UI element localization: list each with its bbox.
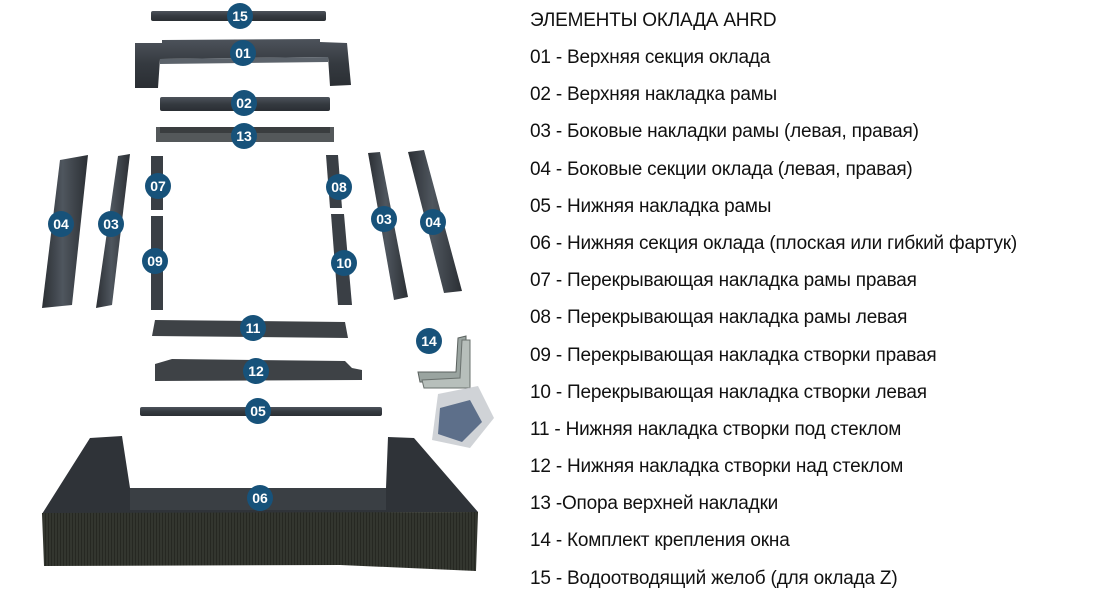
flashing-parts-illustration: 15 01 02 13 04 03 07 09 08 10 03 04 11 1… xyxy=(42,3,494,571)
svg-text:03: 03 xyxy=(103,216,119,232)
badge-06: 06 xyxy=(247,485,273,511)
legend-item-13: 13 -Опора верхней накладки xyxy=(530,493,779,515)
svg-text:04: 04 xyxy=(53,216,69,232)
svg-text:10: 10 xyxy=(336,255,352,271)
svg-text:01: 01 xyxy=(235,45,251,61)
badge-05: 05 xyxy=(245,398,271,424)
badge-01: 01 xyxy=(230,40,256,66)
legend-item-02: 02 - Верхняя накладка рамы xyxy=(530,84,778,106)
parts-legend: ЭЛЕМЕНТЫ ОКЛАДА AHRD 01 - Верхняя секция… xyxy=(530,8,1118,603)
svg-text:06: 06 xyxy=(252,490,268,506)
svg-text:08: 08 xyxy=(331,179,347,195)
legend-item-07: 07 - Перекрывающая накладка рамы правая xyxy=(530,270,917,292)
legend-item-04: 04 - Боковые секции оклада (левая, права… xyxy=(530,158,913,180)
legend-item-08: 08 - Перекрывающая накладка рамы левая xyxy=(530,307,908,329)
legend-title: ЭЛЕМЕНТЫ ОКЛАДА AHRD xyxy=(530,10,777,31)
badge-04-left: 04 xyxy=(48,211,74,237)
svg-text:11: 11 xyxy=(246,320,261,336)
svg-text:02: 02 xyxy=(236,95,252,111)
legend-item-14: 14 - Комплект крепления окна xyxy=(530,530,790,552)
badge-09: 09 xyxy=(142,248,168,274)
badge-15: 15 xyxy=(227,3,253,29)
svg-text:15: 15 xyxy=(232,8,248,24)
svg-text:07: 07 xyxy=(150,178,166,194)
legend-item-10: 10 - Перекрывающая накладка створки лева… xyxy=(530,381,927,403)
badge-13: 13 xyxy=(231,123,257,149)
badge-03-right: 03 xyxy=(371,206,397,232)
svg-text:12: 12 xyxy=(248,363,264,379)
svg-text:14: 14 xyxy=(421,333,437,349)
svg-text:13: 13 xyxy=(236,128,252,144)
badge-07: 07 xyxy=(145,173,171,199)
svg-text:05: 05 xyxy=(250,403,266,419)
badge-12: 12 xyxy=(243,358,269,384)
badge-10: 10 xyxy=(331,250,357,276)
svg-text:09: 09 xyxy=(147,253,163,269)
badge-11: 11 xyxy=(240,315,266,341)
legend-item-15: 15 - Водоотводящий желоб (для оклада Z) xyxy=(530,567,898,589)
legend-item-03: 03 - Боковые накладки рамы (левая, права… xyxy=(530,121,919,143)
badge-14: 14 xyxy=(416,328,442,354)
legend-item-01: 01 - Верхняя секция оклада xyxy=(530,47,771,68)
svg-text:03: 03 xyxy=(376,211,392,227)
legend-item-05: 05 - Нижняя накладка рамы xyxy=(530,195,772,217)
badge-03-left: 03 xyxy=(98,211,124,237)
legend-item-11: 11 - Нижняя накладка створки под стеклом xyxy=(530,418,902,440)
legend-item-09: 09 - Перекрывающая накладка створки прав… xyxy=(530,344,937,366)
badge-04-right: 04 xyxy=(420,209,446,235)
part-06-bottom-section-apron xyxy=(42,436,478,571)
legend-item-06: 06 - Нижняя секция оклада (плоская или г… xyxy=(530,232,1018,254)
badge-02: 02 xyxy=(231,90,257,116)
badge-08: 08 xyxy=(326,174,352,200)
legend-item-12: 12 - Нижняя накладка створки над стеклом xyxy=(530,456,904,478)
part-14-mounting-kit xyxy=(417,335,494,448)
svg-text:04: 04 xyxy=(425,214,441,230)
